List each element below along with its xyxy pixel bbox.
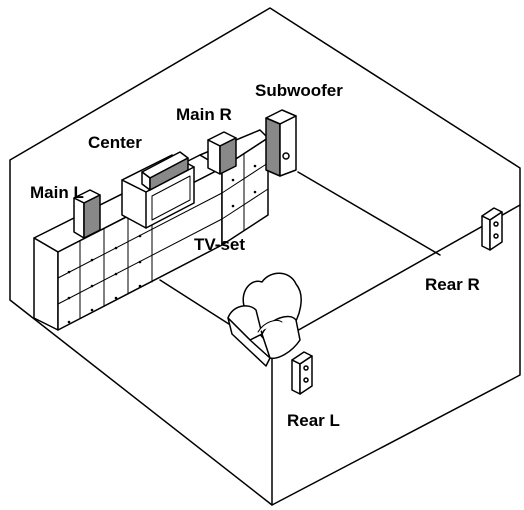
rear-l-label: Rear L xyxy=(287,411,340,430)
main-l-speaker xyxy=(73,189,101,239)
main-l-label: Main L xyxy=(30,183,84,202)
drawer-knobs xyxy=(67,164,257,324)
main-r-speaker xyxy=(207,131,237,175)
subwoofer-box xyxy=(265,109,297,177)
rear-r-speaker xyxy=(481,207,503,251)
center-label: Center xyxy=(88,133,142,152)
armchair xyxy=(227,272,302,367)
main-r-label: Main R xyxy=(176,105,232,124)
rear-r-label: Rear R xyxy=(425,275,480,294)
rear-l-speaker xyxy=(291,351,313,395)
room-outline xyxy=(9,7,521,506)
tv-set-label: TV-set xyxy=(194,235,246,254)
center-speaker xyxy=(141,151,189,191)
subwoofer-label: Subwoofer xyxy=(255,81,343,100)
